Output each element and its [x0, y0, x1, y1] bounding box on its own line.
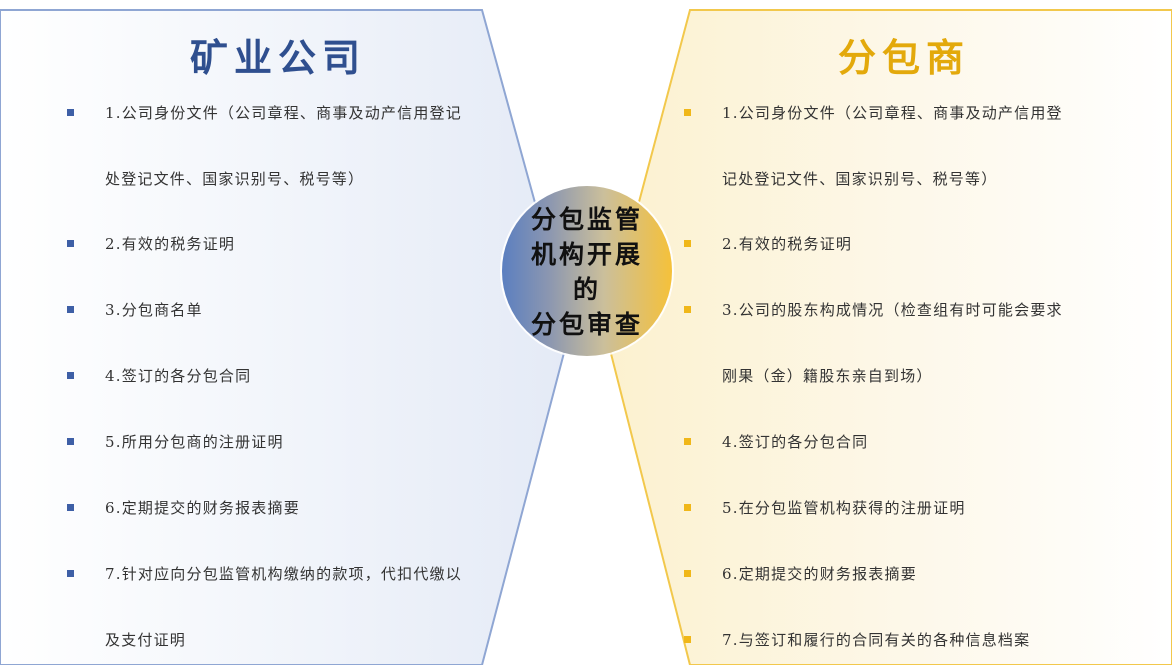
center-label-line: 分包监管: [530, 205, 643, 234]
list-item: 3.分包商名单: [67, 300, 203, 320]
list-item: 6.定期提交的财务报表摘要: [67, 498, 300, 518]
list-item-continuation: 记处登记文件、国家识别号、税号等）: [722, 170, 998, 188]
square-bullet-icon: [67, 504, 74, 511]
square-bullet-icon: [67, 372, 74, 379]
subcontractor-title: 分包商: [838, 35, 971, 80]
center-label-line: 分包审查: [530, 310, 643, 339]
center-circle: [502, 186, 672, 356]
square-bullet-icon: [67, 109, 74, 116]
list-item: 1.公司身份文件（公司章程、商事及动产信用登记: [67, 103, 462, 123]
list-item: 6.定期提交的财务报表摘要: [684, 564, 917, 584]
center-label-line: 的: [572, 275, 601, 304]
square-bullet-icon: [684, 438, 691, 445]
square-bullet-icon: [684, 636, 691, 643]
list-item: 1.公司身份文件（公司章程、商事及动产信用登: [684, 103, 1063, 123]
square-bullet-icon: [67, 570, 74, 577]
list-item-continuation: 及支付证明: [105, 631, 187, 649]
list-item: 2.有效的税务证明: [684, 234, 852, 254]
list-item: 7.针对应向分包监管机构缴纳的款项，代扣代缴以: [67, 564, 462, 584]
list-item-continuation: 刚果（金）籍股东亲自到场）: [722, 367, 933, 385]
list-item-continuation: 处登记文件、国家识别号、税号等）: [105, 170, 365, 188]
list-item: 4.签订的各分包合同: [684, 432, 868, 452]
list-item: 5.所用分包商的注册证明: [67, 432, 284, 452]
list-item: 2.有效的税务证明: [67, 234, 235, 254]
square-bullet-icon: [67, 306, 74, 313]
square-bullet-icon: [684, 504, 691, 511]
square-bullet-icon: [684, 240, 691, 247]
list-item: 4.签订的各分包合同: [67, 366, 251, 386]
square-bullet-icon: [684, 570, 691, 577]
mining-company-title: 矿业公司: [190, 35, 367, 80]
list-item: 7.与签订和履行的合同有关的各种信息档案: [684, 630, 1030, 650]
list-item: 5.在分包监管机构获得的注册证明: [684, 498, 966, 518]
square-bullet-icon: [684, 306, 691, 313]
list-item: 3.公司的股东构成情况（检查组有时可能会要求: [684, 300, 1063, 320]
left-panel: [0, 9, 572, 665]
square-bullet-icon: [684, 109, 691, 116]
square-bullet-icon: [67, 438, 74, 445]
square-bullet-icon: [67, 240, 74, 247]
center-label-line: 机构开展: [530, 240, 643, 269]
